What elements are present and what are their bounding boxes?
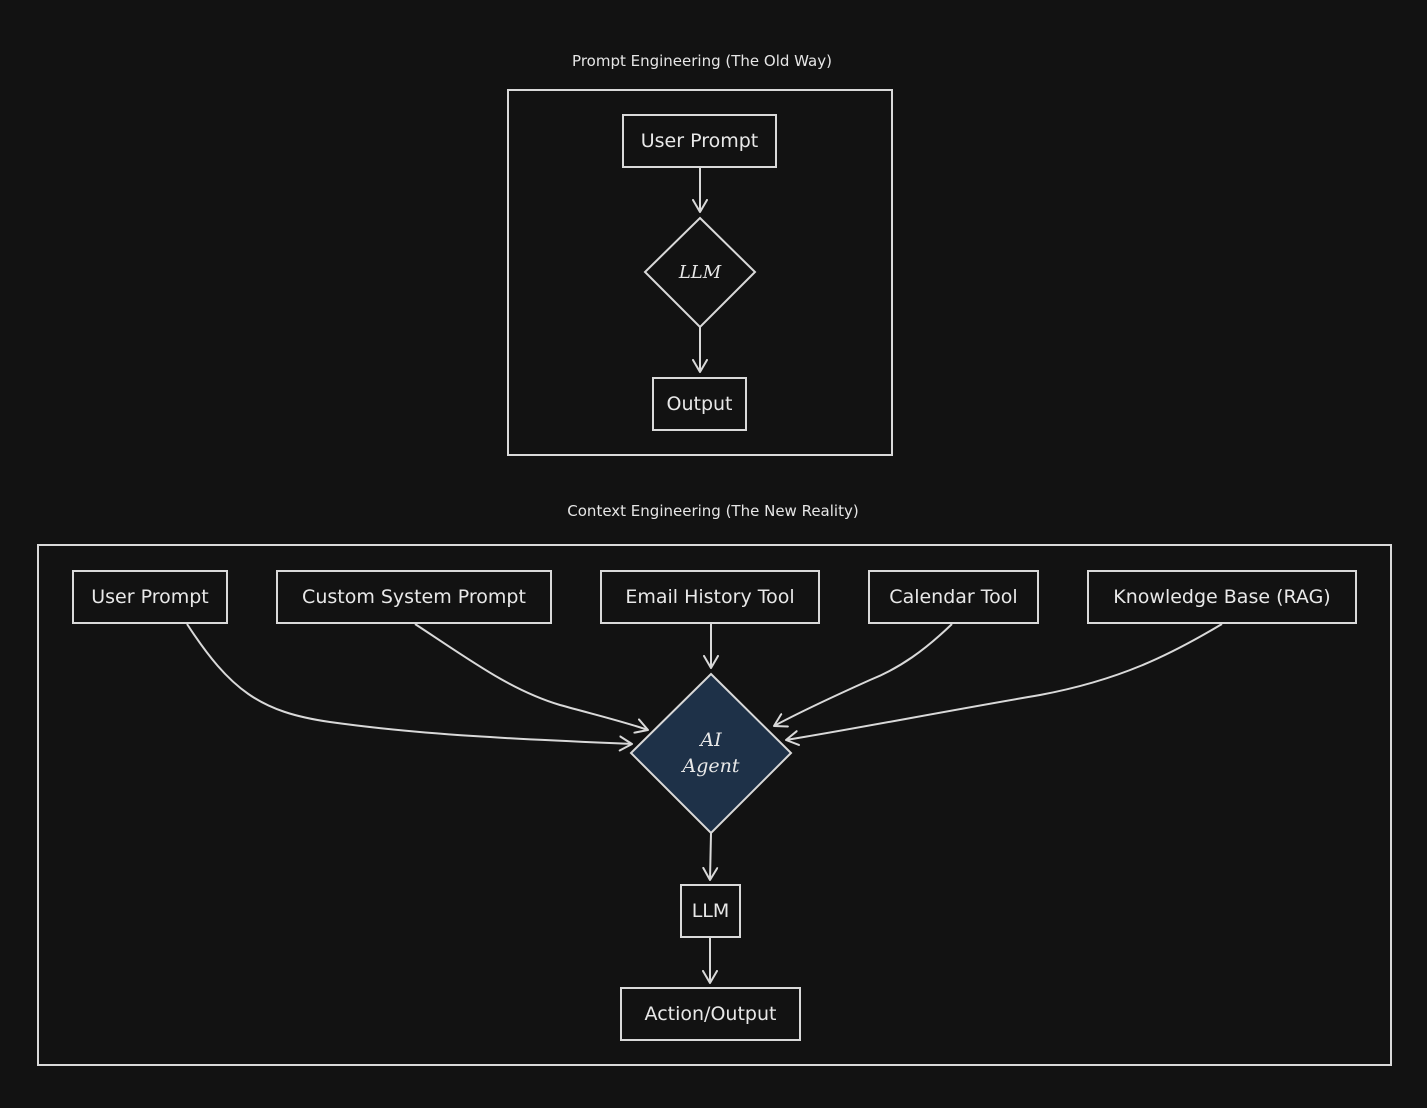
action-output-box: Action/Output bbox=[620, 987, 801, 1041]
old-way-frame bbox=[507, 89, 893, 456]
agent-label: AI Agent bbox=[661, 724, 761, 782]
arrow-system-prompt-to-agent bbox=[414, 623, 649, 734]
input-calendar-tool-box: Calendar Tool bbox=[868, 570, 1039, 624]
old-way-title: Prompt Engineering (The Old Way) bbox=[572, 52, 832, 70]
new-reality-title: Context Engineering (The New Reality) bbox=[567, 502, 859, 520]
input-user-prompt-box: User Prompt bbox=[72, 570, 228, 624]
arrow-agent-to-llm bbox=[702, 832, 719, 881]
input-email-history-tool-box: Email History Tool bbox=[600, 570, 820, 624]
input-custom-system-prompt-box: Custom System Prompt bbox=[276, 570, 552, 624]
new-reality-frame bbox=[37, 544, 1392, 1066]
arrow-calendar-tool-to-agent bbox=[773, 623, 953, 728]
old-output-box: Output bbox=[652, 377, 747, 431]
agent-label-line1: AI bbox=[700, 729, 722, 751]
arrow-user-prompt-to-agent bbox=[186, 623, 633, 752]
old-user-prompt-box: User Prompt bbox=[622, 114, 777, 168]
arrow-knowledge-base-to-agent bbox=[785, 623, 1223, 746]
agent-label-line2: Agent bbox=[682, 755, 740, 777]
new-llm-box: LLM bbox=[680, 884, 741, 938]
input-knowledge-base-box: Knowledge Base (RAG) bbox=[1087, 570, 1357, 624]
old-llm-label: LLM bbox=[678, 261, 722, 283]
